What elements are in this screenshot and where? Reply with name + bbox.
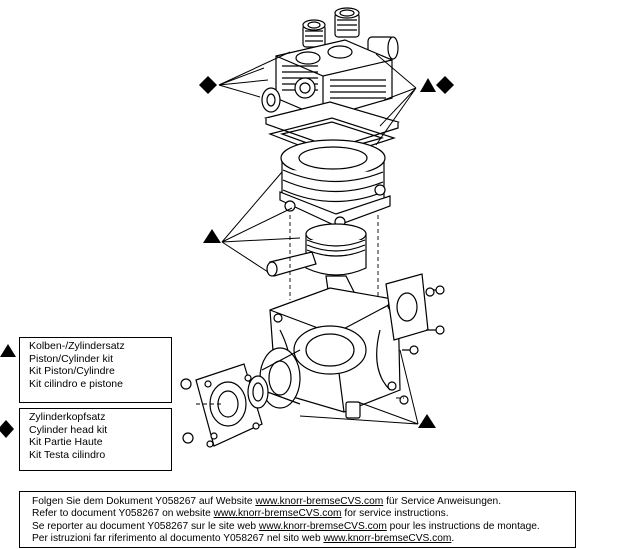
leader-lines (218, 51, 419, 425)
legend-text: Kit Piston/Cylindre (29, 365, 115, 377)
legend-text: Kit cilindro e pistone (29, 377, 123, 390)
footer-line-de: Folgen Sie dem Dokument Y058267 auf Webs… (32, 496, 575, 508)
triangle-callout-mid (420, 78, 436, 92)
triangle-legend-symbol (0, 344, 16, 357)
legend-text: Kit Testa cilindro (29, 448, 106, 461)
footer-text: für Service Anweisungen. (383, 496, 502, 507)
legend-cylinder-head-kit: Zylinderkopfsatz Cylinder head kit Kit P… (19, 408, 172, 471)
footer-text: for service instructions. (341, 508, 449, 520)
assembly-lines (196, 215, 404, 405)
footer-line-it: Per istruzioni far riferimento al docume… (32, 533, 575, 545)
crank-disc (259, 347, 301, 409)
footer-text: Per istruzioni far riferimento al docume… (32, 532, 324, 544)
legend-text: Kit Partie Haute (29, 436, 103, 448)
footer-text: . (451, 532, 455, 544)
footer-text: Folgen Sie dem Dokument Y058267 auf Webs… (32, 496, 256, 507)
triangle-callout-bottom (418, 414, 436, 428)
footer-text: pour les instructions de montage. (386, 520, 540, 532)
footer-line-en: Refer to document Y058267 on website www… (32, 508, 575, 520)
footer-line-fr: Se reporter au document Y058267 sur le s… (32, 521, 575, 533)
legend-piston-cylinder-kit: Kolben-/Zylindersatz Piston/Cylinder kit… (19, 337, 172, 403)
service-instructions-note: Folgen Sie dem Dokument Y058267 auf Webs… (19, 491, 576, 548)
legend-text: Kolben-/Zylindersatz (29, 340, 125, 352)
footer-text: Refer to document Y058267 on website (32, 508, 214, 520)
website-link[interactable]: www.knorr-bremseCVS.com (213, 508, 342, 520)
footer-text: Se reporter au document Y058267 sur le s… (32, 520, 259, 532)
piston-pin (266, 251, 317, 277)
legend-text: Zylinderkopfsatz (29, 411, 106, 423)
legend-text: Cylinder head kit (29, 423, 108, 436)
website-link[interactable]: www.knorr-bremseCVS.com (255, 496, 384, 507)
website-link[interactable]: www.knorr-bremseCVS.com (258, 520, 387, 532)
head-left-plug (261, 87, 281, 113)
diamond-callout-right (436, 76, 454, 94)
callout-symbols (0, 76, 454, 438)
bearing-ring (247, 375, 269, 409)
cylinder-head (275, 39, 393, 119)
head-fitting-right (334, 7, 360, 38)
triangle-callout-left (203, 229, 221, 243)
diamond-callout-left (199, 76, 217, 94)
diamond-legend-symbol (0, 420, 14, 438)
cylinder-block (279, 139, 391, 228)
piston (305, 223, 367, 276)
bolts (180, 287, 435, 448)
head-fitting-left (302, 19, 326, 48)
side-cover-right (385, 273, 445, 355)
front-flange (195, 363, 263, 447)
website-link[interactable]: www.knorr-bremseCVS.com (323, 532, 452, 544)
legend-text: Piston/Cylinder kit (29, 352, 114, 365)
